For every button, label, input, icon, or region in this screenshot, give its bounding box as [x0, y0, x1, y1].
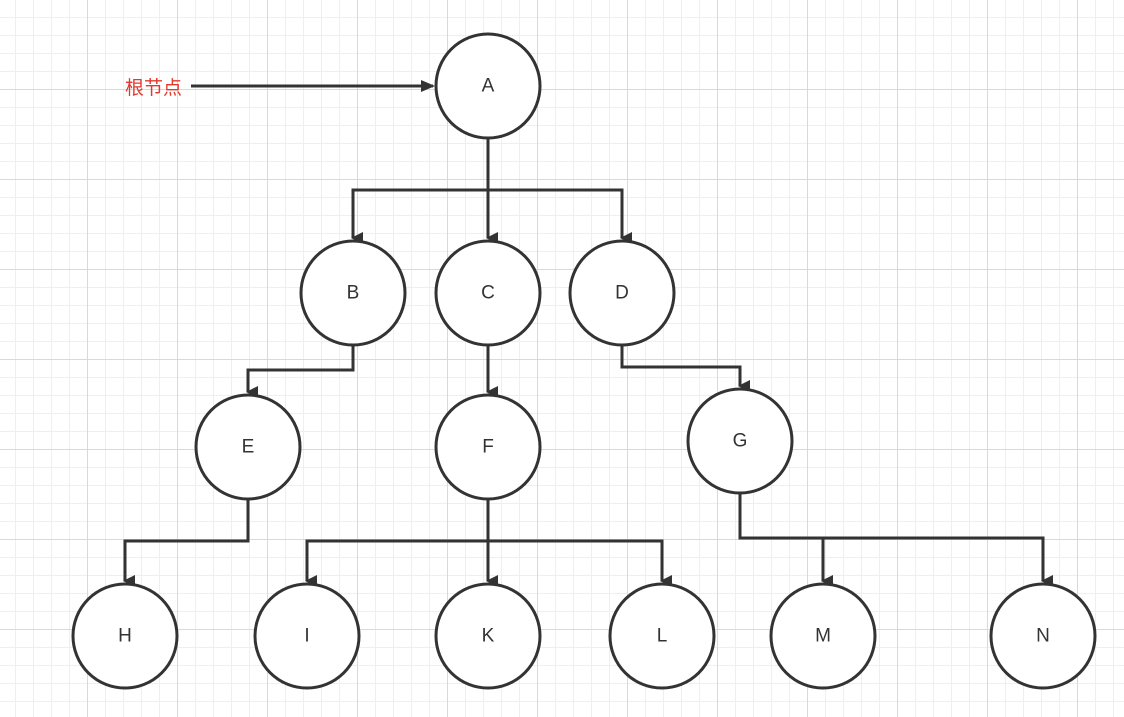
node-A-label: A [482, 76, 495, 97]
edge-F-I [305, 500, 490, 587]
node-L-label: L [657, 626, 668, 647]
node-H: H [71, 582, 179, 690]
node-G: G [686, 387, 794, 495]
node-F-label: F [482, 437, 494, 458]
node-N-label: N [1036, 626, 1050, 647]
node-C-circle [434, 239, 542, 347]
node-B-label: B [347, 283, 360, 304]
edges-layer [123, 139, 1053, 587]
edge-B-E [246, 346, 355, 398]
node-F: F [434, 393, 542, 501]
node-A-circle [434, 32, 542, 140]
node-D-circle [568, 239, 676, 347]
node-N-circle [989, 582, 1097, 690]
node-C-label: C [481, 283, 495, 304]
node-I-label: I [304, 626, 309, 647]
root-annotation-label: 根节点 [125, 77, 182, 99]
node-L: L [608, 582, 716, 690]
node-H-circle [71, 582, 179, 690]
nodes-layer: A B C D E F G [71, 32, 1097, 690]
node-B: B [299, 239, 407, 347]
node-M-circle [769, 582, 877, 690]
edge-D-G [620, 346, 750, 392]
edge-G-N [823, 536, 1053, 587]
node-N: N [989, 582, 1097, 690]
edge-A-B [351, 139, 490, 244]
node-C: C [434, 239, 542, 347]
node-M: M [769, 582, 877, 690]
node-A: A [434, 32, 542, 140]
node-G-label: G [733, 431, 748, 452]
node-K: K [434, 582, 542, 690]
node-E: E [194, 393, 302, 501]
edge-E-H [123, 500, 250, 587]
node-F-circle [434, 393, 542, 501]
node-D: D [568, 239, 676, 347]
node-B-circle [299, 239, 407, 347]
node-L-circle [608, 582, 716, 690]
node-I-circle [253, 582, 361, 690]
node-H-label: H [118, 626, 132, 647]
node-K-label: K [482, 626, 495, 647]
edge-F-L [488, 539, 672, 587]
node-M-label: M [815, 626, 831, 647]
edge-G-M [738, 494, 833, 587]
node-E-circle [194, 393, 302, 501]
node-K-circle [434, 582, 542, 690]
node-G-circle [686, 387, 794, 495]
node-D-label: D [615, 283, 629, 304]
node-E-label: E [242, 437, 255, 458]
node-I: I [253, 582, 361, 690]
edge-A-D [488, 188, 632, 244]
